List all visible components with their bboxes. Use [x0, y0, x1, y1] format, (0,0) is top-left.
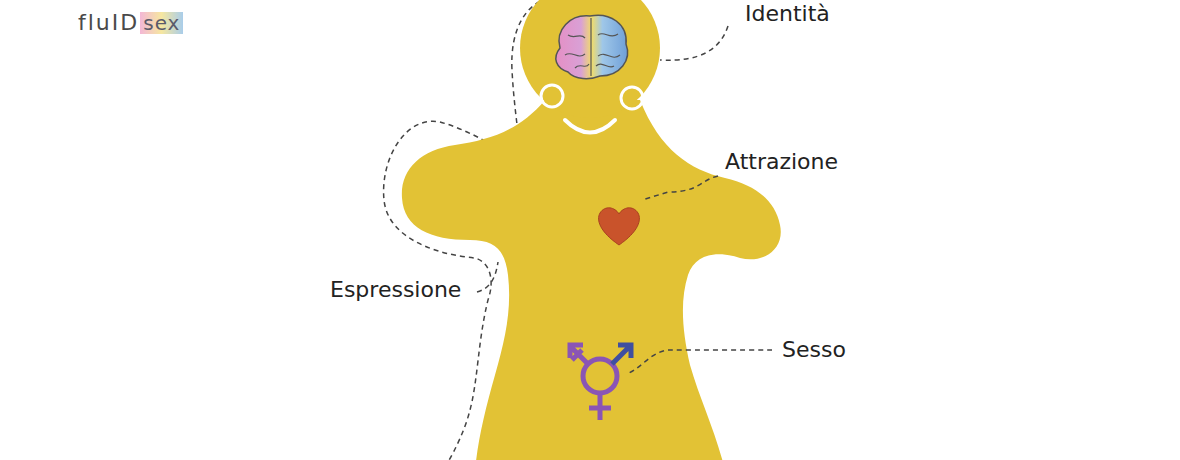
- part-label: Attrazione: [725, 150, 838, 174]
- leader-line: [477, 26, 772, 374]
- part-label: Identità: [745, 2, 830, 26]
- smile: [565, 120, 615, 133]
- eye: [541, 85, 563, 107]
- eye: [621, 87, 643, 109]
- brain-icon: [556, 15, 628, 78]
- logo-text: fluID: [78, 11, 139, 35]
- part-label: Sesso: [782, 338, 846, 362]
- part-label: Espressione: [330, 278, 461, 302]
- logo-text: sex: [140, 12, 183, 34]
- figure-head: [520, 0, 660, 118]
- transgender-symbol: [570, 345, 631, 420]
- heart-icon: [599, 208, 640, 245]
